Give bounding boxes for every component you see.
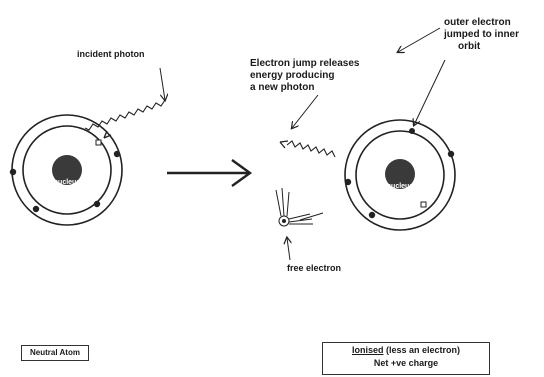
free-electron-burst	[275, 187, 324, 227]
net-charge-line: Net +ve charge	[373, 358, 439, 368]
neutral-atom-label: Neutral Atom	[30, 348, 80, 357]
release-line2: energy producing	[250, 70, 334, 81]
outer-electron-line2: jumped to inner	[443, 29, 519, 40]
inner-orbit-right	[355, 130, 445, 220]
outer-electron-pointer-b	[414, 59, 446, 125]
electron	[32, 205, 40, 213]
ionised-atom: nucleus	[344, 119, 456, 231]
new-photon-arrowhead	[279, 140, 289, 149]
outer-electron-line1: outer electron	[444, 17, 511, 28]
new-photon-wave	[286, 140, 336, 158]
incident-photon-arrowhead	[103, 130, 112, 139]
free-electron-label: free electron	[287, 263, 341, 273]
incident-photon-label: incident photon	[77, 49, 145, 59]
ionised-atom-box: Ionised (less an electron) Net +ve charg…	[322, 342, 490, 375]
release-line1: Electron jump releases	[250, 58, 360, 69]
nucleus-left	[52, 155, 82, 185]
electron	[409, 128, 415, 134]
electron-vacancy	[420, 201, 427, 208]
electron	[9, 168, 17, 176]
release-line3: a new photon	[250, 82, 314, 93]
electron	[344, 178, 352, 186]
outer-electron-line3: orbit	[458, 41, 481, 52]
electron	[113, 150, 121, 158]
outer-orbit-right	[344, 119, 456, 231]
ionised-word: Ionised	[351, 345, 384, 355]
nucleus-label-right: nucleus	[387, 183, 414, 190]
incident-photon-pointer	[159, 67, 165, 100]
release-pointer	[292, 94, 319, 128]
free-electron-pointer	[287, 238, 290, 261]
ionised-title-line: Ionised (less an electron)	[323, 344, 489, 357]
incident-photon-wave	[84, 99, 166, 131]
electron	[447, 150, 455, 158]
neutral-atom: nucleus	[9, 114, 123, 226]
nucleus-right	[385, 159, 415, 189]
electron	[93, 200, 101, 208]
nucleus-label-left: nucleus	[54, 179, 81, 186]
ionised-rest: (less an electron)	[383, 345, 461, 355]
outer-electron-pointer-a	[398, 27, 441, 52]
electron-target	[95, 139, 102, 146]
neutral-atom-box: Neutral Atom	[21, 345, 89, 361]
electron	[368, 211, 376, 219]
transition-arrow	[167, 159, 253, 187]
inner-orbit-left	[22, 125, 112, 215]
